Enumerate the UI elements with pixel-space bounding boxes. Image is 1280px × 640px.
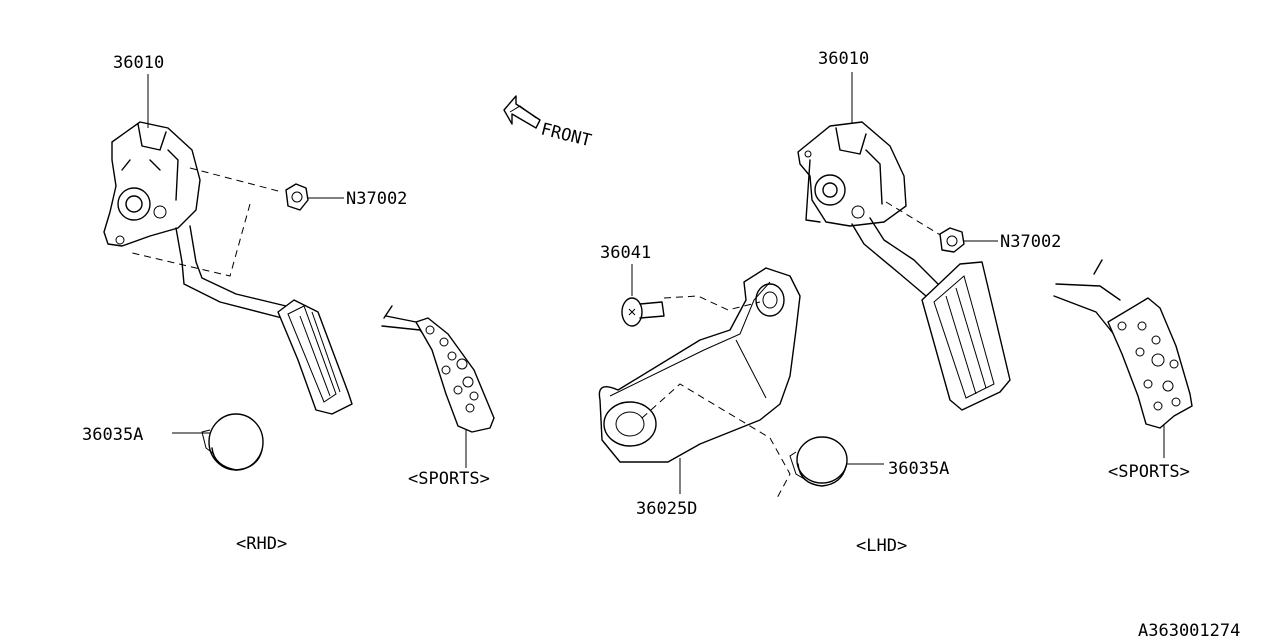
rhd-stopper [172, 413, 264, 471]
label-rhd-nut: N37002 [346, 189, 407, 209]
lhd-sports-pad [1053, 259, 1193, 458]
label-rhd-caption: <RHD> [236, 534, 287, 554]
label-lhd-nut: N37002 [1000, 232, 1061, 252]
lhd-nut [939, 227, 998, 253]
label-lhd-sports: <SPORTS> [1108, 462, 1190, 482]
rhd-sports-pad [381, 305, 495, 468]
bolt [621, 264, 665, 327]
diagram-id: A363001274 [1138, 621, 1240, 640]
label-rhd-stopper: 36035A [82, 425, 143, 445]
label-lhd-pedal-assy: 36010 [818, 49, 869, 69]
bolt-path [641, 295, 791, 501]
label-rhd-pedal-assy: 36010 [113, 53, 164, 73]
bracket [598, 267, 801, 494]
label-bolt: 36041 [600, 243, 651, 263]
label-rhd-sports: <SPORTS> [408, 469, 490, 489]
label-lhd-caption: <LHD> [856, 536, 907, 556]
rhd-pedal-assembly [103, 121, 353, 415]
label-bracket: 36025D [636, 499, 697, 519]
front-arrow [503, 95, 541, 129]
label-lhd-stopper: 36035A [888, 459, 949, 479]
lhd-stopper [789, 436, 884, 487]
label-front-arrow: FRONT [539, 119, 594, 151]
lhd-pedal-assembly [797, 72, 1011, 411]
rhd-nut [285, 183, 344, 211]
